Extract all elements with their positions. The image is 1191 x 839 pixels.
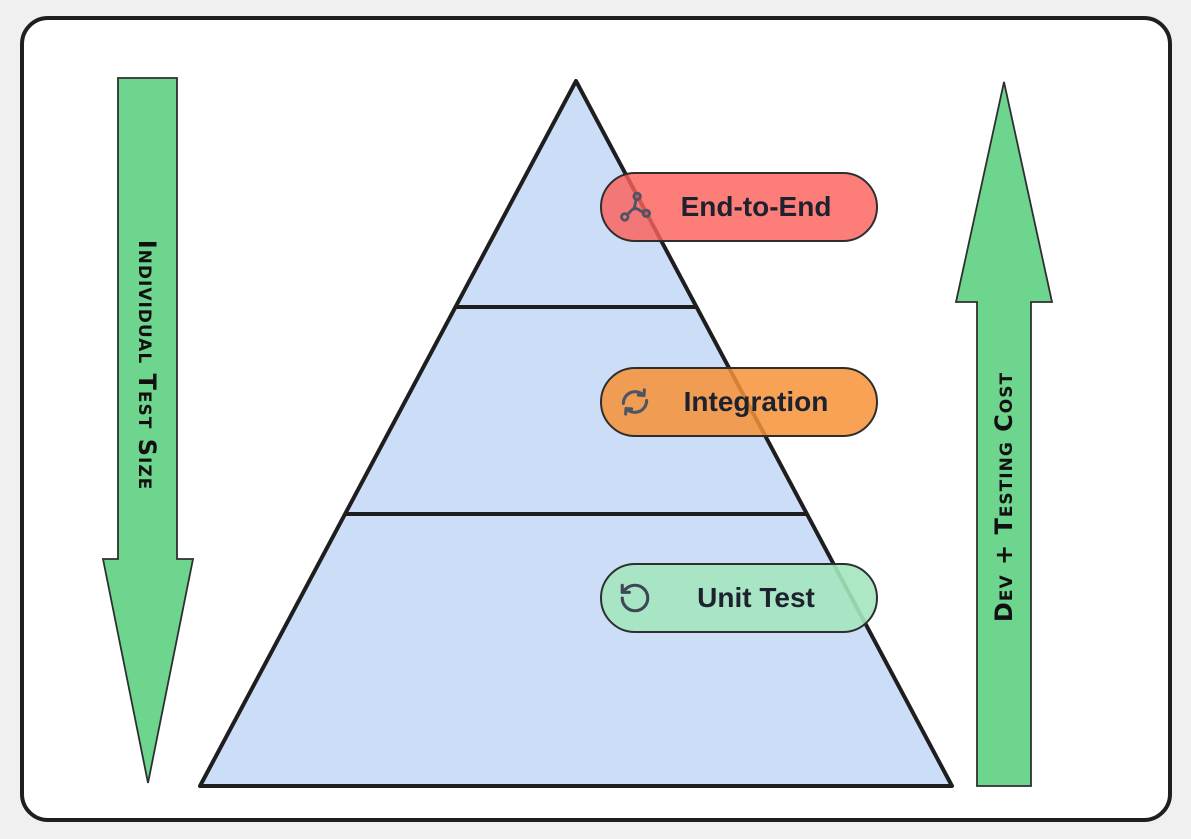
rotate-ccw-icon — [620, 583, 650, 613]
pill-label-end-to-end: End-to-End — [680, 191, 832, 222]
sync-icon — [621, 388, 649, 416]
pill-unit-test: Unit Test — [600, 563, 878, 633]
flow-icon — [620, 191, 652, 222]
dev-testing-cost-label: Dev + Testing Cost — [990, 371, 1018, 623]
pill-end-to-end: End-to-End — [600, 172, 878, 242]
pill-label-integration: Integration — [683, 386, 829, 417]
individual-test-size-label: Individual Test Size — [133, 239, 161, 491]
pill-integration: Integration — [600, 367, 878, 437]
pill-label-unit-test: Unit Test — [697, 582, 815, 613]
